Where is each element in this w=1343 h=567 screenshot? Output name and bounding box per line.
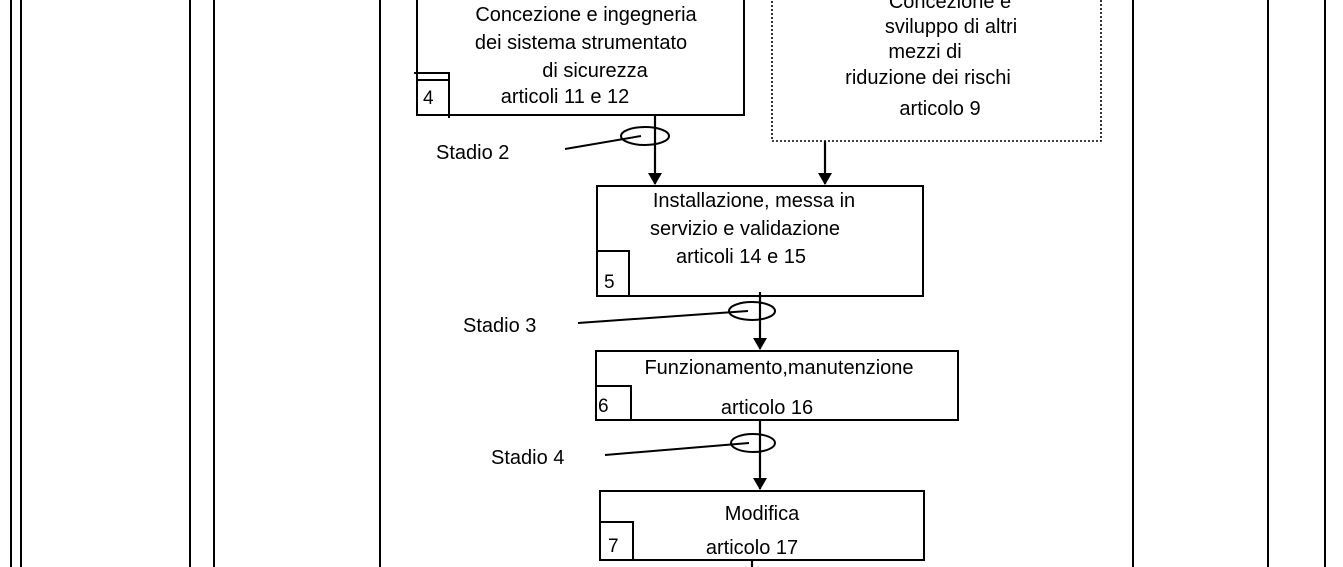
box-4-line-2: dei sistema strumentato <box>474 32 688 54</box>
box-other-line-4: riduzione dei rischi <box>845 67 1011 89</box>
box-5-line-2: servizio e validazione <box>649 218 841 240</box>
box-other-means <box>771 0 1102 142</box>
box-4-line-3: di sicurezza <box>542 60 648 82</box>
stage-2-marker <box>564 126 670 150</box>
box-other-line-5: articolo 9 <box>899 98 981 120</box>
stage-3-marker <box>577 301 776 324</box>
box-4-line-1: Concezione e ingegneria <box>475 4 697 26</box>
box-7-line-1: Modifica <box>724 503 800 525</box>
box-7-line-2: articolo 17 <box>705 537 799 559</box>
box-7 <box>599 490 925 561</box>
stage-3-label: Stadio 3 <box>463 315 537 337</box>
frame-lines <box>10 0 1326 567</box>
box-other-line-2: sviluppo di altri <box>884 16 1018 38</box>
box-5-line-1: Installazione, messa in <box>652 190 856 212</box>
box-4-line-4: articoli 11 e 12 <box>500 86 630 108</box>
box-7-number: 7 <box>608 536 619 557</box>
box-6-number: 6 <box>598 396 609 417</box>
box-6 <box>595 350 959 421</box>
box-other-line-1: Concezione e <box>888 0 1012 13</box>
box-6-line-2: articolo 16 <box>720 397 814 419</box>
box-4-number: 4 <box>423 88 434 109</box>
box-5-line-3: articoli 14 e 15 <box>675 246 807 268</box>
box-other-line-3: mezzi di <box>888 41 962 63</box>
stage-2-label: Stadio 2 <box>436 142 510 164</box>
stage-4-label: Stadio 4 <box>491 447 565 469</box>
box-4 <box>414 0 745 118</box>
box-6-line-1: Funzionamento,manutenzione <box>644 357 914 379</box>
flow-arrows <box>648 115 832 567</box>
stage-4-marker <box>604 433 776 456</box>
box-5-number: 5 <box>604 272 615 293</box>
